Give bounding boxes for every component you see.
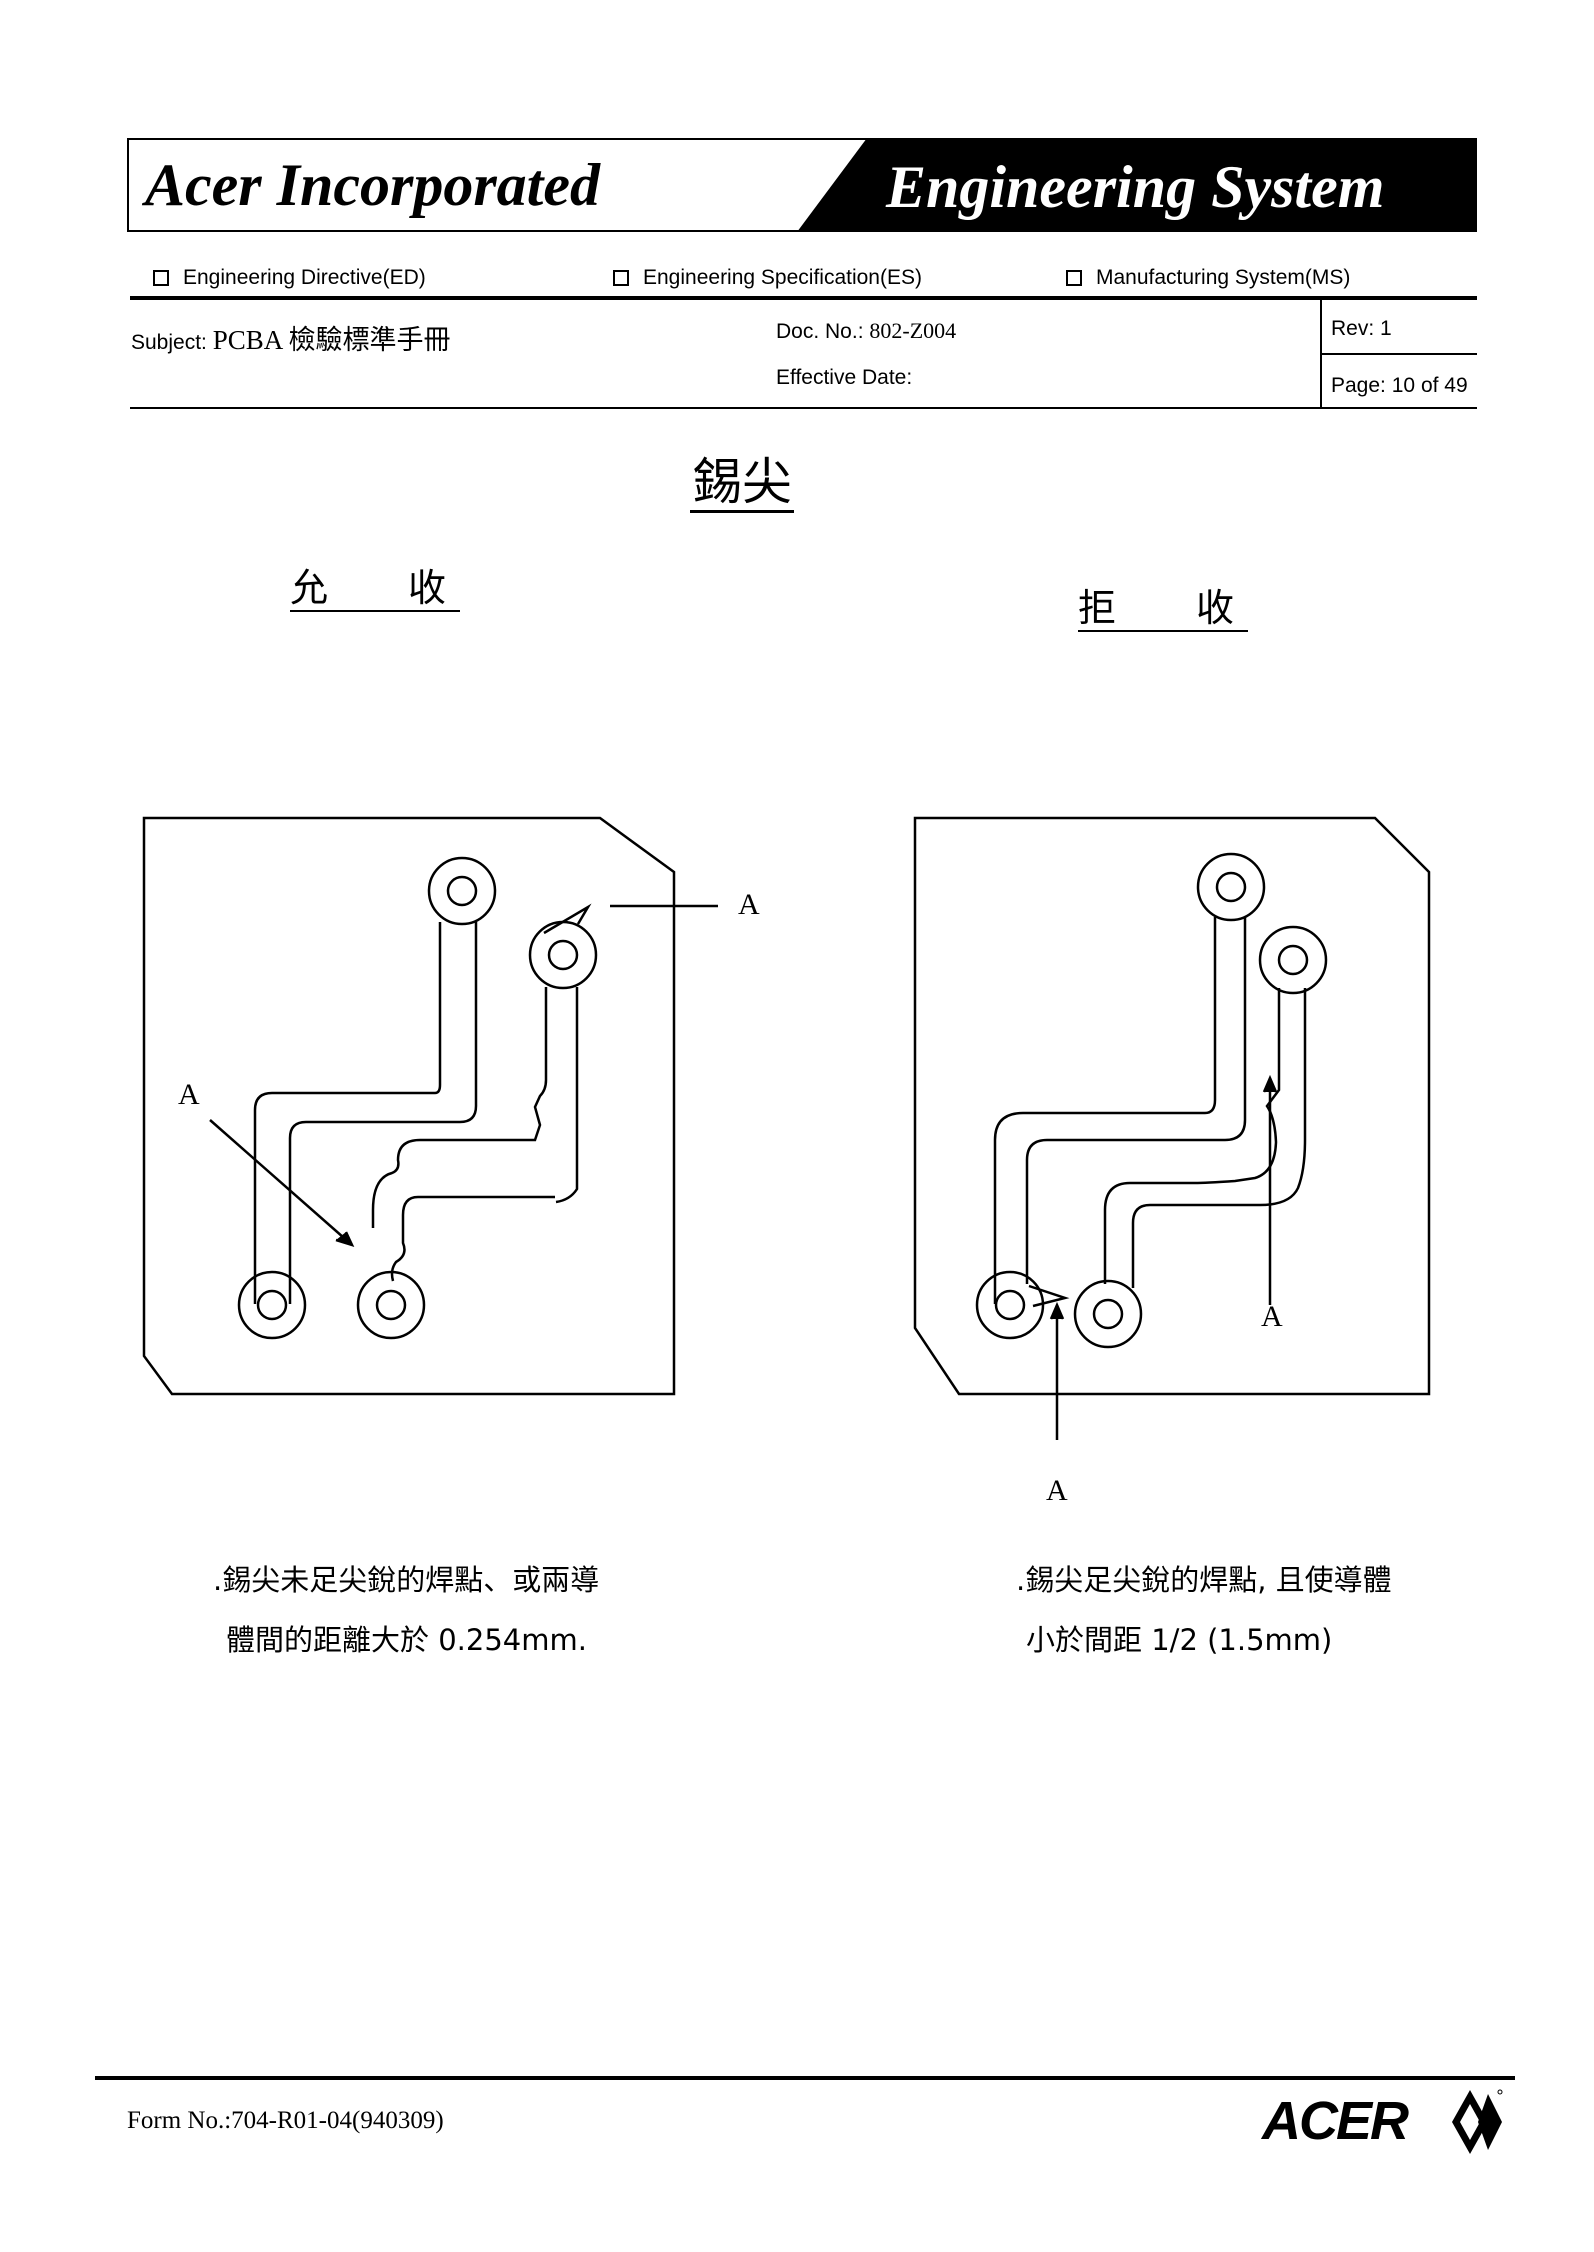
accept-diagram: A A bbox=[142, 816, 760, 1396]
pad-bottom-left bbox=[237, 1270, 307, 1340]
accept-caption-line2: 體間的距離大於 0.254mm. bbox=[226, 1623, 587, 1657]
board-outline bbox=[913, 816, 1431, 1396]
doc-type-ms[interactable]: Manufacturing System(MS) bbox=[1066, 266, 1350, 290]
doc-type-ed[interactable]: Engineering Directive(ED) bbox=[153, 266, 426, 290]
subject-label: Subject: bbox=[131, 331, 207, 354]
info-bottom-rule bbox=[130, 407, 1477, 409]
marker-a-top: A bbox=[738, 888, 760, 921]
accept-caption-line1: .錫尖未足尖銳的焊點、或兩導 bbox=[213, 1563, 600, 1597]
info-rev-rule bbox=[1320, 353, 1477, 355]
page-of: of 49 bbox=[1420, 374, 1468, 397]
checkbox-icon[interactable] bbox=[613, 270, 629, 286]
doc-no-value: 802-Z004 bbox=[869, 318, 957, 343]
subject-value: PCBA 檢驗標準手冊 bbox=[212, 325, 451, 355]
reject-caption-line1: .錫尖足尖銳的焊點, 且使導體 bbox=[1016, 1563, 1392, 1597]
company-title: Acer Incorporated bbox=[145, 152, 600, 218]
acer-logo-text: ACER bbox=[1262, 2091, 1409, 2151]
board-outline bbox=[142, 816, 676, 1396]
trace-left-inner bbox=[288, 922, 478, 1304]
info-top-rule bbox=[130, 296, 1477, 300]
reject-diagram: A A bbox=[913, 816, 1431, 1507]
doc-type-es[interactable]: Engineering Specification(ES) bbox=[613, 266, 922, 290]
trace-left-outer bbox=[253, 922, 442, 1304]
solder-spike-bottom bbox=[1028, 1284, 1070, 1308]
solder-spike-right bbox=[543, 903, 592, 935]
page-value: 10 bbox=[1391, 374, 1416, 397]
acer-logo-icon bbox=[1452, 2089, 1503, 2154]
pad-top bbox=[1196, 852, 1266, 922]
pad-top bbox=[427, 856, 497, 926]
effective-date-label: Effective Date: bbox=[776, 366, 913, 389]
rev-field: Rev: 1 bbox=[1331, 317, 1392, 341]
accept-heading: 允收 bbox=[290, 566, 527, 612]
trace-left-outer bbox=[993, 917, 1217, 1304]
page-title: 錫尖 bbox=[690, 453, 794, 513]
pad-bottom-right bbox=[356, 1270, 426, 1340]
doc-type-es-label: Engineering Specification(ES) bbox=[643, 266, 922, 289]
checkbox-icon[interactable] bbox=[1066, 270, 1082, 286]
footer-rule bbox=[95, 2076, 1515, 2080]
pad-right bbox=[528, 920, 598, 990]
marker-a-right: A bbox=[1261, 1300, 1283, 1333]
checkbox-icon[interactable] bbox=[153, 270, 169, 286]
rev-value: 1 bbox=[1380, 317, 1392, 340]
trace-right-outer bbox=[371, 987, 548, 1228]
pointer-left bbox=[209, 1119, 353, 1246]
trace-left-inner bbox=[1025, 917, 1247, 1284]
reject-caption-line2: 小於間距 1/2 (1.5mm) bbox=[1026, 1623, 1333, 1657]
trace-right-outer bbox=[1103, 988, 1281, 1284]
pad-right bbox=[1258, 925, 1328, 995]
marker-a-bottom: A bbox=[1046, 1474, 1068, 1507]
reject-heading: 拒收 bbox=[1078, 586, 1315, 632]
trace-right-inner bbox=[1131, 988, 1307, 1288]
system-title: Engineering System bbox=[886, 154, 1385, 220]
doc-no-label: Doc. No.: bbox=[776, 320, 864, 343]
page-field: Page: 10 of 49 bbox=[1331, 374, 1468, 398]
doc-type-ms-label: Manufacturing System(MS) bbox=[1096, 266, 1351, 289]
rev-label: Rev: bbox=[1331, 317, 1375, 340]
page-label: Page: bbox=[1331, 374, 1386, 397]
header-banner bbox=[127, 138, 1477, 232]
pad-bottom-right bbox=[1073, 1279, 1143, 1349]
marker-a-left: A bbox=[178, 1078, 200, 1111]
form-number: Form No.:704-R01-04(940309) bbox=[127, 2107, 444, 2134]
doc-no-field: Doc. No.: 802-Z004 bbox=[776, 318, 956, 344]
subject-field: Subject: PCBA 檢驗標準手冊 bbox=[131, 318, 451, 357]
trace-right-inner bbox=[390, 987, 579, 1282]
doc-type-ed-label: Engineering Directive(ED) bbox=[183, 266, 426, 289]
pad-bottom-left bbox=[975, 1270, 1045, 1340]
